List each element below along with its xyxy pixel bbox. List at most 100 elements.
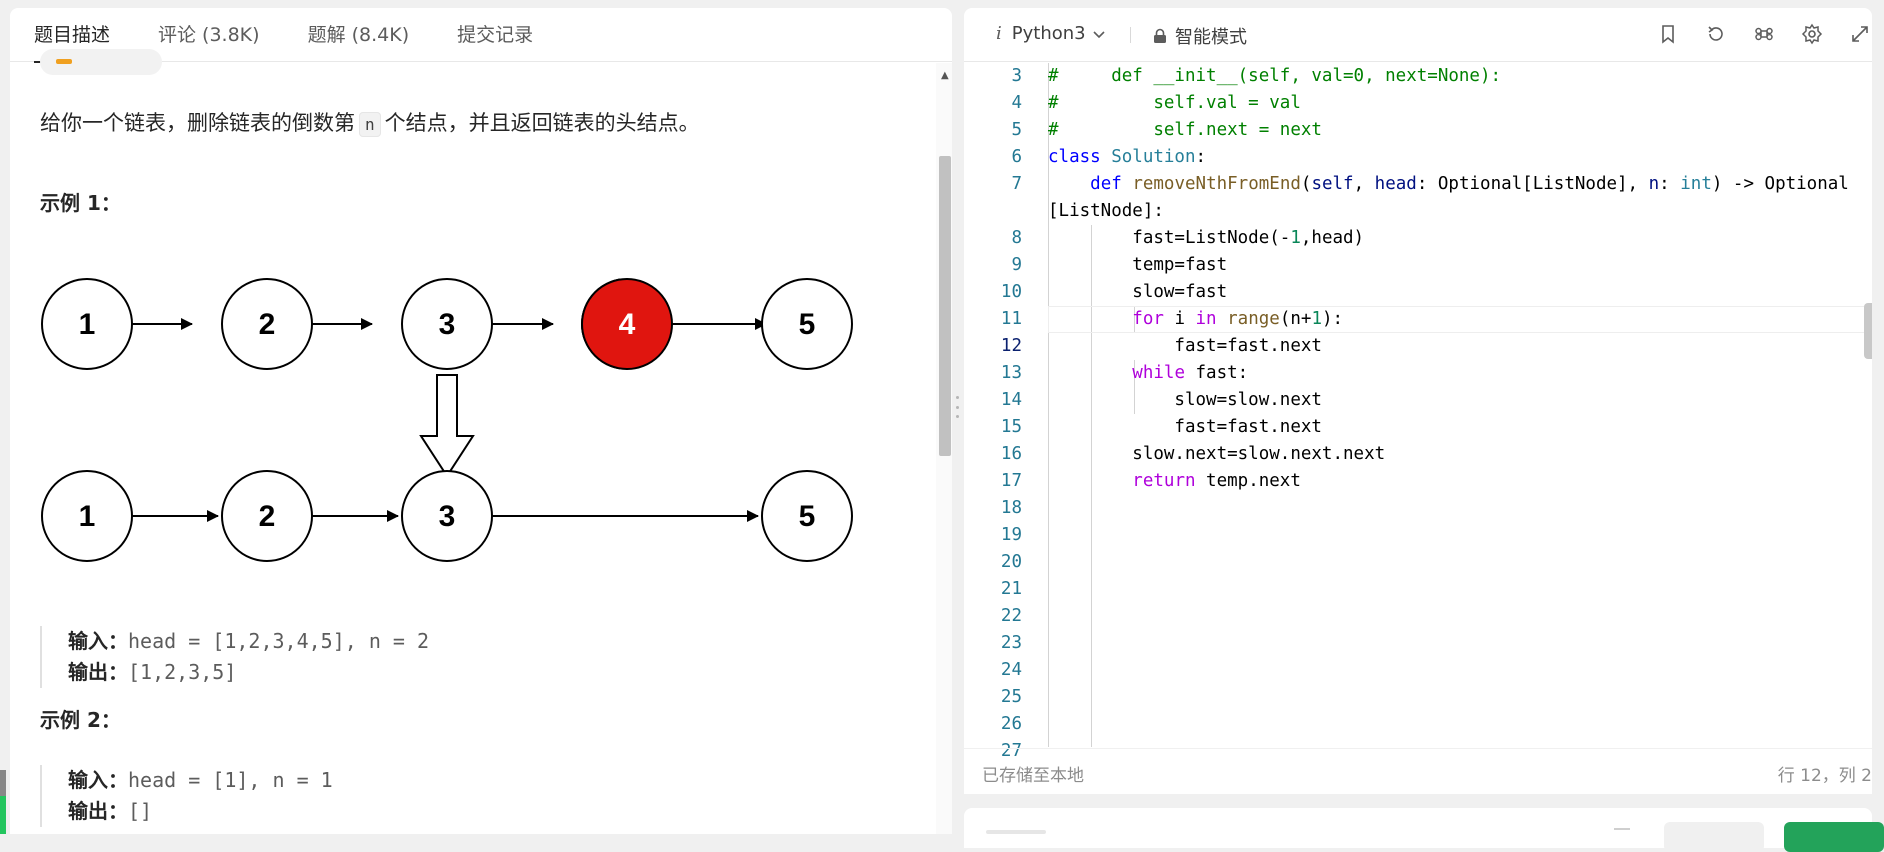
- submit-button[interactable]: [1784, 822, 1884, 852]
- code-line[interactable]: 15 fast=fast.next: [964, 414, 1872, 441]
- line-code: slow=slow.next: [1048, 390, 1322, 410]
- statement-text-before: 给你一个链表，删除链表的倒数第: [40, 111, 355, 135]
- side-progress-bar: [0, 770, 6, 834]
- console-panel: [964, 808, 1884, 852]
- lock-icon: [1154, 28, 1166, 43]
- code-line[interactable]: 19: [964, 522, 1872, 549]
- output-label: 输出：: [68, 660, 128, 684]
- code-line[interactable]: 25: [964, 684, 1872, 711]
- line-number: 18: [1000, 498, 1022, 518]
- example-2-output: 输出：[]: [68, 796, 333, 827]
- code-line-current[interactable]: 12 fast=fast.next: [964, 333, 1872, 360]
- line-number: 8: [1011, 228, 1022, 248]
- code-line[interactable]: 14 slow=slow.next: [964, 387, 1872, 414]
- settings-icon[interactable]: [1800, 22, 1824, 46]
- tab-solutions[interactable]: 题解 (8.4K): [307, 23, 410, 46]
- code-line[interactable]: 17 return temp.next: [964, 468, 1872, 495]
- line-number: 21: [1000, 579, 1022, 599]
- node-top-5-label: 5: [799, 308, 816, 341]
- indent-guide: [1091, 225, 1092, 747]
- line-number: 17: [1000, 471, 1022, 491]
- line-code: temp=fast: [1048, 255, 1228, 275]
- save-status: 已存储至本地: [982, 766, 1084, 786]
- editor-status-bar: 已存储至本地 行 12，列 2: [964, 748, 1872, 794]
- indent-guide: [1048, 63, 1049, 747]
- code-line[interactable]: 20: [964, 549, 1872, 576]
- node-top-2-label: 2: [259, 308, 276, 341]
- cursor-position: 行 12，列 2: [1777, 766, 1872, 786]
- line-number: 13: [1000, 363, 1022, 383]
- code-line[interactable]: 3# def __init__(self, val=0, next=None):: [964, 63, 1872, 90]
- line-code: [ListNode]:: [1048, 201, 1164, 221]
- code-line[interactable]: 18: [964, 495, 1872, 522]
- code-line[interactable]: 5# self.next = next: [964, 117, 1872, 144]
- language-selector[interactable]: i Python3: [996, 23, 1106, 44]
- line-number: 23: [1000, 633, 1022, 653]
- transform-down-arrow: [419, 374, 475, 478]
- node-top-3-label: 3: [439, 308, 456, 341]
- output-value: []: [128, 799, 153, 823]
- code-line[interactable]: 21: [964, 576, 1872, 603]
- code-line[interactable]: 10 slow=fast: [964, 279, 1872, 306]
- line-number: 15: [1000, 417, 1022, 437]
- code-line[interactable]: 7 def removeNthFromEnd(self, head: Optio…: [964, 171, 1872, 198]
- app-root: 题目描述 评论 (3.8K) 题解 (8.4K) 提交记录 给你一个链表，删除链…: [0, 8, 1884, 852]
- command-icon[interactable]: [1752, 22, 1776, 46]
- line-code: # self.val = val: [1048, 93, 1301, 113]
- line-number: 10: [1000, 282, 1022, 302]
- run-button[interactable]: [1664, 822, 1764, 852]
- node-bottom-2: 2: [221, 470, 313, 562]
- line-code: for i in range(n+1):: [1132, 309, 1344, 329]
- code-line[interactable]: 23: [964, 630, 1872, 657]
- line-number: 24: [1000, 660, 1022, 680]
- code-line[interactable]: 27: [964, 738, 1872, 765]
- line-number: 6: [1011, 147, 1022, 167]
- line-number: 14: [1000, 390, 1022, 410]
- linked-list-diagram-overlay: 4 5 1 2: [41, 258, 910, 562]
- expand-icon[interactable]: [1848, 22, 1872, 46]
- line-number: 20: [1000, 552, 1022, 572]
- bookmark-icon[interactable]: [1656, 22, 1680, 46]
- scroll-up-icon[interactable]: ▲: [941, 70, 949, 81]
- example-1-input: 输入：head = [1,2,3,4,5], n = 2: [68, 626, 429, 657]
- console-icon[interactable]: [1614, 828, 1630, 834]
- line-code: fast=fast.next: [1048, 417, 1322, 437]
- line-number: 19: [1000, 525, 1022, 545]
- line-code: fast=ListNode(-1,head): [1048, 228, 1365, 248]
- input-label: 输入：: [68, 768, 128, 792]
- code-line-wrap[interactable]: [ListNode]:: [964, 198, 1872, 225]
- code-line[interactable]: 13 while fast:: [964, 360, 1872, 387]
- line-number: 5: [1011, 120, 1022, 140]
- reset-icon[interactable]: [1704, 22, 1728, 46]
- editor-actions: [1656, 22, 1872, 46]
- problem-panel: 题目描述 评论 (3.8K) 题解 (8.4K) 提交记录 给你一个链表，删除链…: [10, 8, 952, 834]
- code-line[interactable]: 26: [964, 711, 1872, 738]
- code-line[interactable]: 16 slow.next=slow.next.next: [964, 441, 1872, 468]
- problem-tabs: 题目描述 评论 (3.8K) 题解 (8.4K) 提交记录: [10, 8, 952, 63]
- line-number: 3: [1011, 66, 1022, 86]
- node-top-4-overlay-label: 4: [619, 308, 636, 341]
- node-top-1-label: 1: [79, 308, 96, 341]
- toolbar-divider: [1130, 27, 1131, 43]
- code-line[interactable]: 22: [964, 603, 1872, 630]
- smart-mode-toggle[interactable]: 智能模式: [1153, 23, 1247, 49]
- splitter-handle-icon[interactable]: [956, 396, 960, 418]
- code-area[interactable]: 3# def __init__(self, val=0, next=None):…: [964, 63, 1872, 761]
- tab-submissions[interactable]: 提交记录: [457, 23, 534, 46]
- code-line[interactable]: 4# self.val = val: [964, 90, 1872, 117]
- example-2-title: 示例 2：: [40, 708, 121, 732]
- node-bottom-5-label: 5: [799, 500, 816, 533]
- editor-scrollbar-thumb[interactable]: [1864, 303, 1872, 359]
- code-line[interactable]: 11 for i in range(n+1):: [964, 306, 1872, 333]
- code-line[interactable]: 9 temp=fast: [964, 252, 1872, 279]
- code-line[interactable]: 24: [964, 657, 1872, 684]
- node-bottom-3: 3: [401, 470, 493, 562]
- line-number: 7: [1011, 174, 1022, 194]
- chevron-down-icon: [1093, 30, 1105, 38]
- tab-comments[interactable]: 评论 (3.8K): [158, 23, 260, 46]
- code-line[interactable]: 8 fast=ListNode(-1,head): [964, 225, 1872, 252]
- description-scrollbar-thumb[interactable]: [939, 156, 951, 456]
- info-icon: i: [996, 23, 1002, 44]
